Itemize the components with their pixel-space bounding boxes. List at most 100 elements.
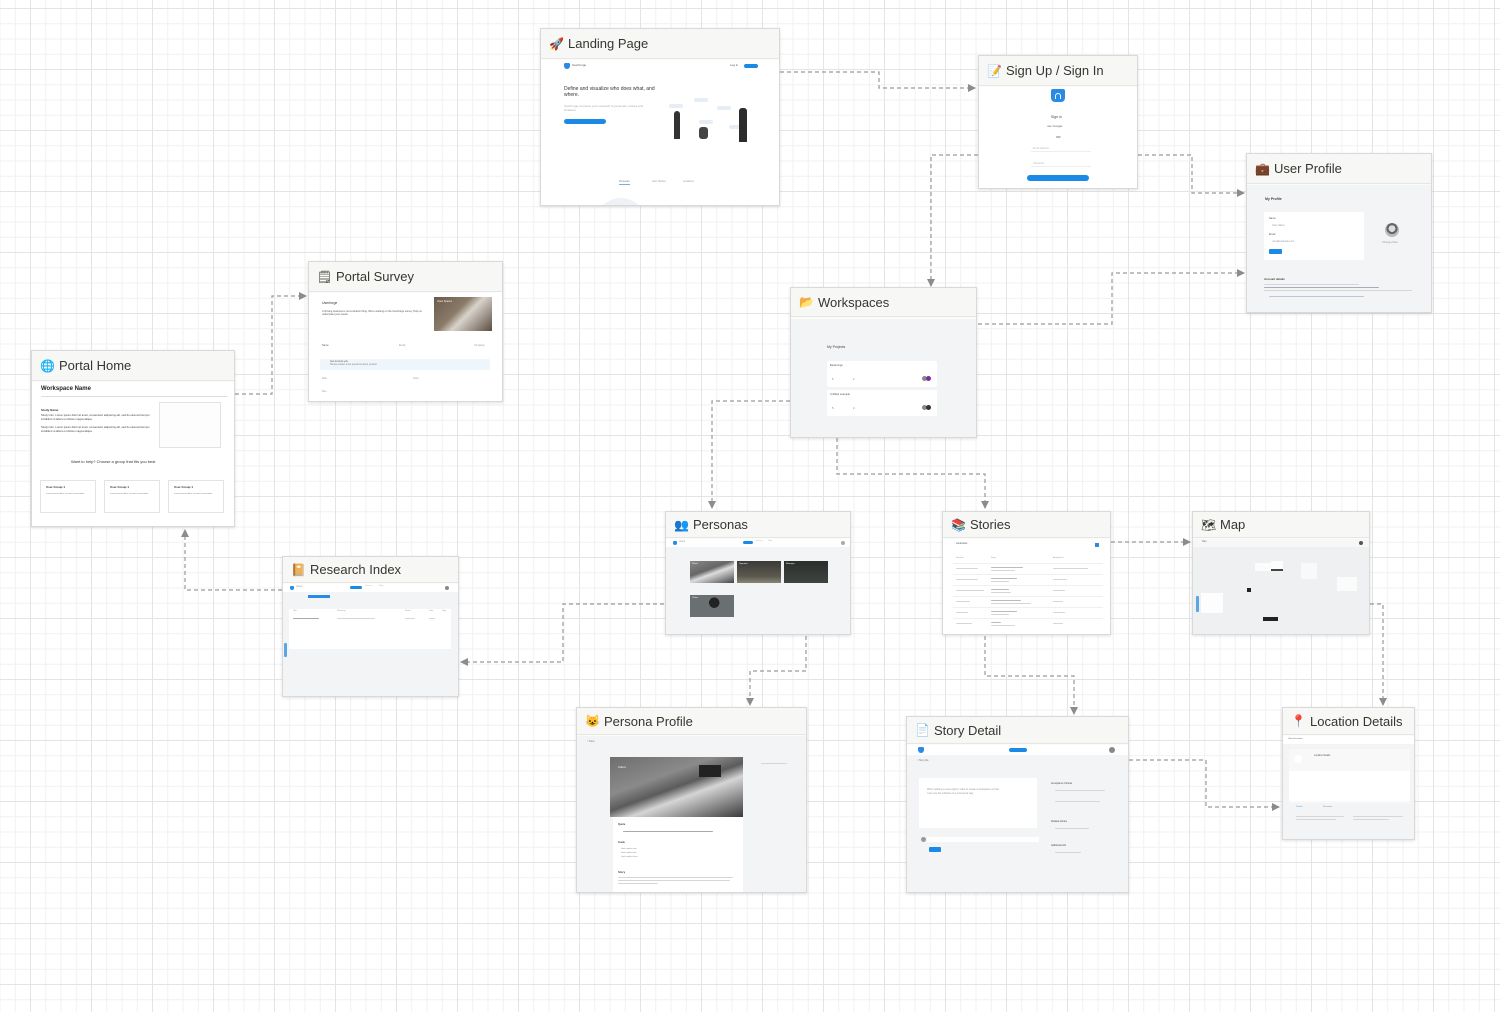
survey-field[interactable]: Name (322, 344, 329, 347)
project-card[interactable]: Elearnings 5 · 2 · (827, 361, 937, 387)
card-user-profile[interactable]: 💼 User Profile My Profile Name User Name… (1246, 153, 1432, 313)
user-group-title: User Group 1 (110, 485, 130, 489)
table-row[interactable] (953, 596, 1103, 607)
table-row[interactable] (289, 616, 451, 621)
nav-tab-active[interactable] (350, 586, 362, 589)
persona-tile[interactable]: Visitor (690, 595, 734, 617)
card-map[interactable]: 🗺 Map Map (1192, 511, 1370, 635)
map-card[interactable] (1301, 563, 1317, 579)
map-scroll-handle[interactable] (1196, 596, 1199, 612)
save-button[interactable] (1269, 249, 1282, 254)
card-location-details[interactable]: 📍 Location Details Client locations Loca… (1282, 707, 1415, 840)
briefcase-icon: 💼 (1255, 161, 1270, 176)
avatar-caption[interactable]: Change photo (1382, 241, 1398, 244)
persona-tile[interactable]: Operator (737, 561, 781, 583)
card-stories[interactable]: 📚 Stories Landmarks Persona Story Assign… (942, 511, 1111, 635)
nav-login-link[interactable]: Log in (730, 63, 739, 67)
map-settings-icon[interactable] (1359, 541, 1363, 545)
nav-tab[interactable]: Stories (756, 540, 763, 542)
card-workspaces[interactable]: 📂 Workspaces My Projects Elearnings 5 · … (790, 287, 977, 438)
study-intro: Study intro. Lorem ipsum dolor sit amet,… (41, 414, 150, 421)
card-portal-home[interactable]: 🌐 Portal Home Workspace Name Study Name … (31, 350, 235, 527)
signin-submit-button[interactable] (1027, 175, 1089, 181)
survey-field[interactable]: Company (474, 344, 485, 347)
card-research-index[interactable]: 📔 Research Index Userp Stories Map Resea… (282, 556, 459, 697)
side-line (1055, 790, 1105, 791)
table-row[interactable] (953, 618, 1103, 629)
email-input[interactable]: Email address (1031, 147, 1091, 152)
survey-bottom-label: Role (322, 378, 327, 380)
nav-tab[interactable]: Stories (365, 585, 372, 587)
map-marker[interactable] (1247, 588, 1251, 592)
signin-google[interactable]: use Google (1047, 124, 1063, 128)
filter-chip[interactable]: Research index (308, 594, 330, 598)
user-group-card[interactable]: User Group 1 Lorem ipsum dolor sit amet … (40, 480, 96, 513)
people-icon: 👥 (674, 517, 689, 532)
account-line (1269, 296, 1364, 297)
user-group-card[interactable]: User Group 1 Lorem ipsum dolor sit amet … (104, 480, 160, 513)
survey-field[interactable]: Email (399, 344, 406, 347)
location-line (1296, 819, 1336, 820)
nav-tab[interactable]: Map (768, 540, 773, 542)
avatar[interactable] (1385, 223, 1399, 237)
map-marker[interactable] (1263, 617, 1278, 621)
table-row[interactable] (953, 563, 1103, 574)
feature-illustration (599, 198, 643, 205)
nav-signup-button[interactable] (744, 64, 758, 68)
back-link[interactable]: < Story title (917, 760, 929, 762)
comment-input[interactable] (927, 837, 1039, 842)
location-panel: Location Details (1289, 749, 1410, 803)
card-personas[interactable]: 👥 Personas Userp Stories Map Client Oper… (665, 511, 851, 635)
back-link[interactable]: < Back (587, 740, 595, 743)
project-stat: 5 · (832, 407, 835, 410)
landing-tab[interactable]: Personas (619, 180, 630, 185)
persona-tile-label: Manager (786, 563, 795, 565)
hero-cta-button[interactable] (564, 119, 606, 124)
stories-filter[interactable]: Landmarks (956, 543, 968, 545)
goal-item: Goal number one (621, 848, 637, 850)
card-landing-page[interactable]: 🚀 Landing Page UserForge Log in Define a… (540, 28, 780, 206)
nav-tab[interactable]: Map (379, 585, 384, 587)
landing-tab[interactable]: User Stories (652, 180, 666, 183)
map-marker[interactable] (1271, 561, 1283, 571)
user-avatar[interactable] (1109, 747, 1115, 753)
map-marker[interactable] (1255, 563, 1271, 571)
card-header: 📔 Research Index (283, 557, 458, 583)
project-card[interactable]: Untitled example 5 · 2 · (827, 390, 937, 416)
card-portal-survey[interactable]: 🗒 Portal Survey Userforge A thriving bus… (308, 261, 503, 402)
map-card[interactable] (1201, 593, 1223, 613)
email-field[interactable]: user@example.com (1272, 240, 1295, 243)
nav-logo: Userp (296, 586, 303, 588)
location-tab[interactable]: Personas (1323, 806, 1333, 808)
side-scroll-handle[interactable] (284, 643, 287, 657)
table-row[interactable] (953, 574, 1103, 585)
stories-add-icon[interactable] (1095, 543, 1099, 547)
table-row[interactable] (953, 585, 1103, 596)
password-input[interactable]: Password (1031, 162, 1091, 167)
persona-tile[interactable]: Client (690, 561, 734, 583)
card-header: 👥 Personas (666, 512, 850, 538)
account-line (1264, 287, 1379, 288)
landing-tab[interactable]: Locations (683, 180, 694, 183)
card-story-detail[interactable]: 📄 Story Detail < Story title When starti… (906, 716, 1129, 893)
card-header: 📝 Sign Up / Sign In (979, 56, 1137, 86)
user-avatar[interactable] (445, 586, 449, 590)
research-table: Title Summary Status Date Tags (289, 609, 451, 649)
location-tab[interactable]: Details (1296, 806, 1303, 808)
user-avatar[interactable] (841, 541, 845, 545)
nav-tab-active[interactable] (1009, 748, 1027, 752)
comment-send-button[interactable] (929, 847, 941, 852)
side-line (1055, 852, 1081, 853)
card-persona-profile[interactable]: 😺 Persona Profile < Back Client Quote Go… (576, 707, 807, 893)
callout-title: Get to know you (330, 360, 349, 363)
nav-tab-active[interactable] (743, 541, 753, 544)
card-sign-up[interactable]: 📝 Sign Up / Sign In Sign in use Google O… (978, 55, 1138, 189)
story-label: Story (618, 870, 626, 874)
table-row[interactable] (953, 607, 1103, 618)
map-card[interactable] (1337, 577, 1357, 591)
survey-preview: Userforge A thriving business is not a r… (309, 293, 502, 401)
persona-tile[interactable]: Manager (784, 561, 828, 583)
name-field[interactable]: User Name (1272, 224, 1285, 227)
story-card: When starting a new project I want to cr… (919, 778, 1037, 828)
user-group-card[interactable]: User Group 1 Lorem ipsum dolor sit amet … (168, 480, 224, 513)
